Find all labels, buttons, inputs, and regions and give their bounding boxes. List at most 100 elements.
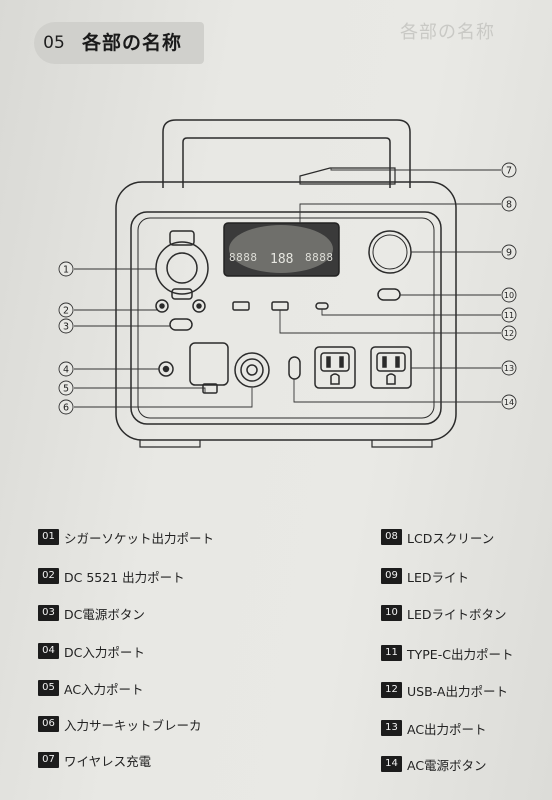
- legend-label: 入力サーキットブレーカ: [64, 717, 202, 733]
- legend-badge: 04: [38, 643, 59, 659]
- cigar-socket-outer: [155, 241, 209, 295]
- callout-2: [58, 302, 74, 318]
- callout-num-4: 4: [63, 365, 69, 376]
- legend-badge: 02: [38, 568, 59, 584]
- callout-num-8: 8: [506, 200, 512, 211]
- callout-10: [501, 287, 517, 303]
- legend-label: USB-A出力ポート: [407, 683, 508, 699]
- callout-13: [501, 360, 517, 376]
- legend-badge: 01: [38, 529, 59, 545]
- callout-num-3: 3: [63, 322, 69, 333]
- legend-item-11: 11 TYPE-C出力ポート: [381, 643, 513, 663]
- legend-label: DC入力ポート: [64, 644, 145, 660]
- lcd-digits-left: 8888: [229, 251, 258, 264]
- legend-badge: 08: [381, 529, 402, 545]
- callout-14: [501, 394, 517, 410]
- cigar-socket-cap-bottom: [171, 288, 193, 300]
- legend-label: DC電源ボタン: [64, 606, 145, 622]
- section-title: 各部の名称: [82, 32, 183, 54]
- callout-num-2: 2: [63, 306, 69, 317]
- legend-item-07: 07 ワイヤレス充電: [38, 750, 151, 770]
- callout-num-5: 5: [63, 384, 69, 395]
- legend-item-05: 05 AC入力ポート: [38, 678, 144, 698]
- lcd-digits-center: 188: [270, 252, 293, 267]
- legend-item-04: 04 DC入力ポート: [38, 641, 145, 661]
- legend-badge: 06: [38, 716, 59, 732]
- cigar-socket-cap: [169, 230, 195, 246]
- legend-item-09: 09 LEDライト: [381, 566, 469, 586]
- legend-label: AC出力ポート: [407, 721, 487, 737]
- callout-8: [501, 196, 517, 212]
- dc-power-button: [169, 318, 193, 331]
- callout-numbers: 1 2 3 4 5 6 7 8 9 10 11 12 13 14: [63, 166, 514, 414]
- dc5521-port-left: [155, 299, 169, 313]
- legend-badge: 09: [381, 568, 402, 584]
- section-number: 05: [43, 33, 65, 53]
- legend-label: AC電源ボタン: [407, 757, 487, 773]
- leader-lines: [74, 168, 501, 408]
- callout-num-14: 14: [504, 398, 514, 407]
- legend-item-14: 14 AC電源ボタン: [381, 754, 487, 774]
- callout-3: [58, 318, 74, 334]
- cigar-socket-inner: [166, 252, 198, 284]
- callout-12: [501, 325, 517, 341]
- dc5521-port-right: [192, 299, 206, 313]
- ac-input-port: [189, 342, 229, 386]
- legend-badge: 07: [38, 752, 59, 768]
- legend-item-03: 03 DC電源ボタン: [38, 603, 145, 623]
- front-panel-inner: [137, 217, 435, 419]
- legend-label: DC 5521 出力ポート: [64, 569, 185, 585]
- legend-item-10: 10 LEDライトボタン: [381, 603, 507, 623]
- legend-label: シガーソケット出力ポート: [64, 530, 215, 546]
- legend-label: LCDスクリーン: [407, 530, 495, 546]
- legend-item-08: 08 LCDスクリーン: [381, 527, 494, 547]
- ac-outlet-right: [370, 346, 412, 389]
- callout-num-7: 7: [506, 166, 512, 177]
- legend-item-13: 13 AC出力ポート: [381, 718, 487, 738]
- legend-label: TYPE-C出力ポート: [407, 646, 514, 662]
- legend-badge: 14: [381, 756, 402, 772]
- callout-4: [58, 361, 74, 377]
- legend-label: LEDライト: [407, 569, 469, 585]
- legend-badge: 10: [381, 605, 402, 621]
- section-header: 05 各部の名称: [34, 22, 204, 64]
- bleed-through-text: 各部の名称: [400, 22, 495, 43]
- callout-1: [58, 261, 74, 277]
- carry-handle: [162, 119, 411, 188]
- carry-handle-inner: [182, 137, 391, 188]
- callout-9: [501, 244, 517, 260]
- lcd-digits-right: 8888: [305, 251, 334, 264]
- ac-power-button: [288, 356, 301, 380]
- callout-num-12: 12: [504, 329, 514, 338]
- legend-badge: 13: [381, 720, 402, 736]
- callout-num-6: 6: [63, 403, 69, 414]
- input-circuit-breaker: [234, 352, 270, 388]
- legend-badge: 05: [38, 680, 59, 696]
- usb-a-port-1: [232, 301, 250, 311]
- led-light-button: [377, 288, 401, 301]
- callout-num-10: 10: [504, 291, 514, 300]
- callout-6: [58, 399, 74, 415]
- legend-item-06: 06 入力サーキットブレーカ: [38, 714, 202, 734]
- callout-num-9: 9: [506, 248, 512, 259]
- ac-outlet-left: [314, 346, 356, 389]
- callout-num-11: 11: [504, 311, 514, 320]
- legend-label: AC入力ポート: [64, 681, 144, 697]
- callout-7: [501, 162, 517, 178]
- legend-item-01: 01 シガーソケット出力ポート: [38, 527, 214, 547]
- legend-label: LEDライトボタン: [407, 606, 507, 622]
- legend-badge: 12: [381, 682, 402, 698]
- device-feet: [139, 440, 433, 448]
- legend-item-02: 02 DC 5521 出力ポート: [38, 566, 185, 586]
- legend-badge: 11: [381, 645, 402, 661]
- legend-badge: 03: [38, 605, 59, 621]
- callout-num-13: 13: [504, 364, 514, 373]
- front-panel: [130, 211, 442, 425]
- callout-num-1: 1: [63, 265, 69, 276]
- callout-group: [58, 162, 517, 415]
- legend-item-12: 12 USB-A出力ポート: [381, 680, 508, 700]
- device-body: [115, 181, 457, 441]
